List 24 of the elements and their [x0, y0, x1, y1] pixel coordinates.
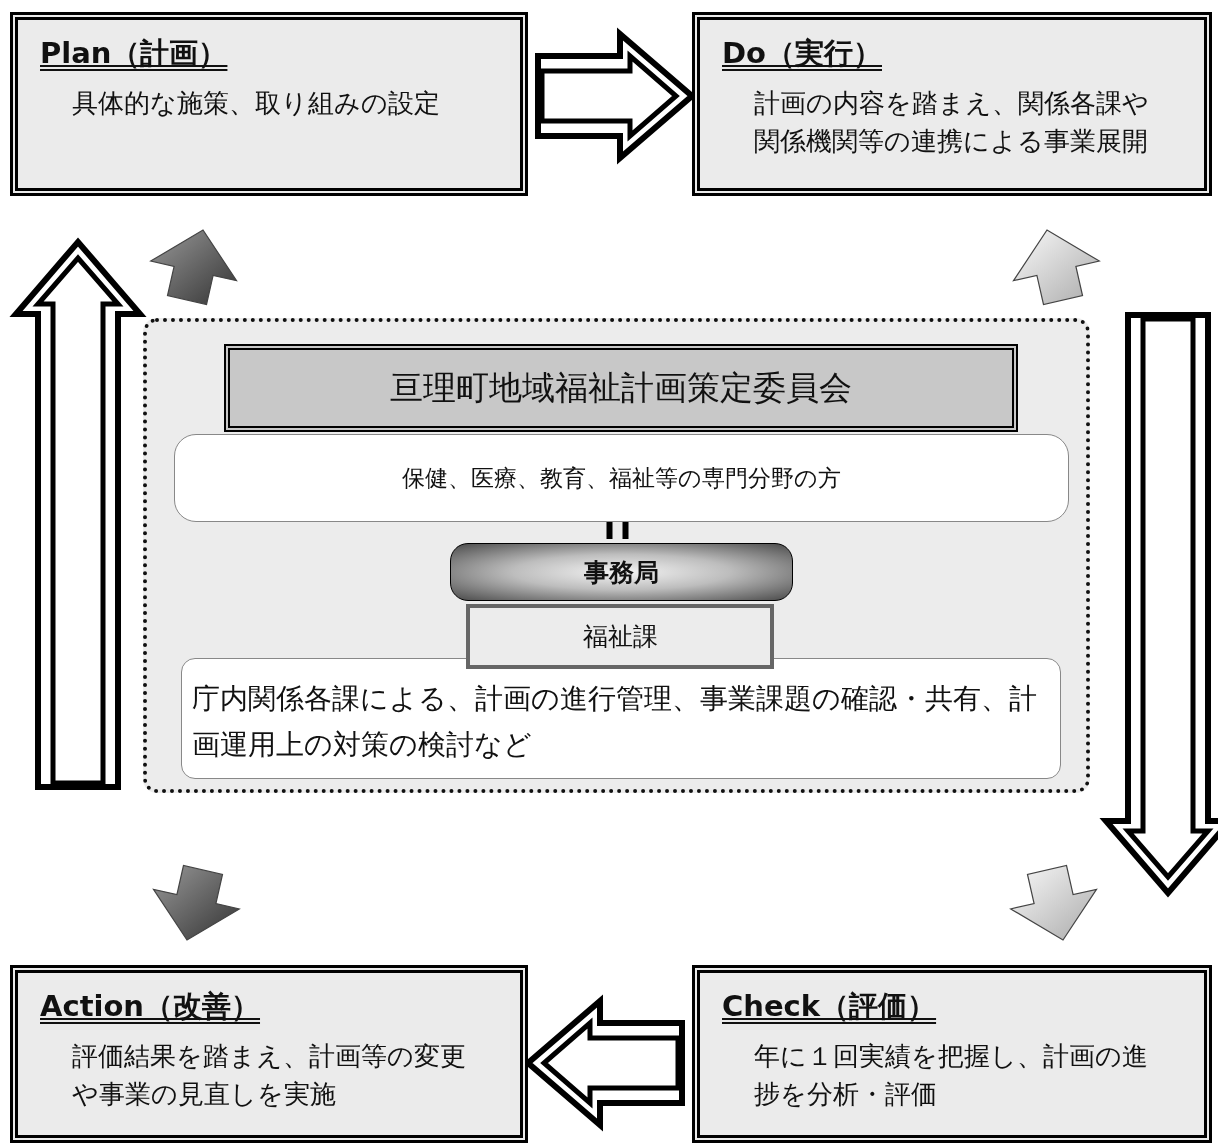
section-box: 福祉課 — [466, 604, 774, 669]
step-heading: Check（評価） — [722, 988, 937, 1025]
note-box: 庁内関係各課による、計画の進行管理、事業課題の確認・共有、計画運用上の対策の検討など — [181, 658, 1061, 779]
step-description: 年に１回実績を把握し、計画の進捗を分析・評価 — [754, 1040, 1149, 1111]
step-description: 評価結果を踏まえ、計画等の変更や事業の見直しを実施 — [72, 1040, 467, 1111]
group-panel — [143, 318, 1090, 793]
step-heading: Plan（計画） — [40, 35, 228, 72]
block-arrow — [1099, 312, 1218, 898]
step-heading: Action（改善） — [40, 988, 260, 1025]
gradient-arrow — [152, 864, 241, 941]
committee-box: 亘理町地域福祉計画策定委員会 — [224, 344, 1018, 432]
gradient-arrow — [149, 229, 238, 306]
block-arrow — [9, 237, 147, 790]
step-box — [692, 965, 1212, 1143]
member-box: 保健、医療、教育、福祉等の専門分野の方 — [174, 434, 1069, 522]
gradient-arrow — [1012, 229, 1101, 306]
step-box — [10, 965, 528, 1143]
step-box — [692, 12, 1212, 196]
office-box: 事務局 — [450, 543, 793, 601]
step-box — [10, 12, 528, 196]
step-description: 計画の内容を踏まえ、関係各課や関係機関等の連携による事業展開 — [754, 87, 1150, 158]
step-description: 具体的な施策、取り組みの設定 — [72, 87, 441, 120]
gradient-arrow — [1009, 864, 1098, 941]
step-heading: Do（実行） — [722, 35, 882, 72]
